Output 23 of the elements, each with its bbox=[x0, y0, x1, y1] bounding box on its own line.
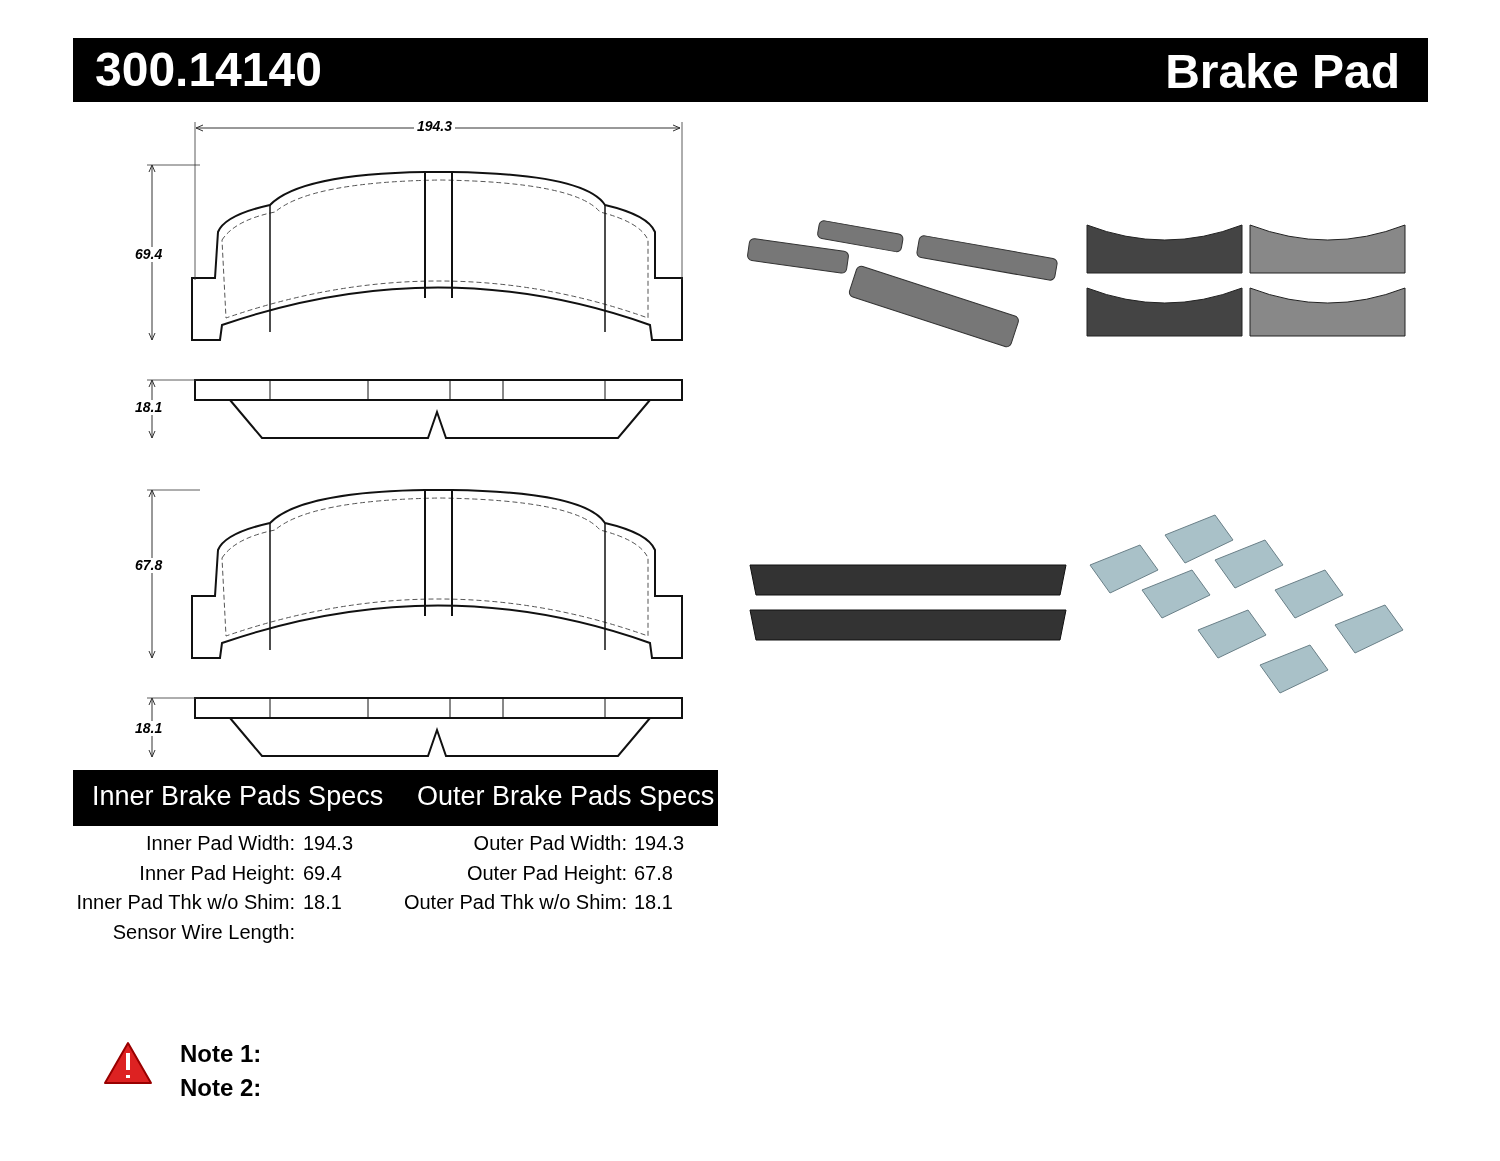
spec-label: Inner Pad Height: bbox=[139, 862, 295, 884]
spec-value: 194.3 bbox=[634, 832, 685, 854]
column-heading: Inner Brake Pads Specs bbox=[92, 782, 384, 812]
spec-label: Outer Pad Width: bbox=[473, 832, 627, 854]
dimension-label: 67.8 bbox=[135, 558, 163, 574]
spec-label: Outer Pad Height: bbox=[466, 862, 627, 884]
spec-value: 18.1 bbox=[634, 891, 673, 913]
spec-value: 194.3 bbox=[303, 832, 354, 854]
product-type: Brake Pad bbox=[1165, 46, 1400, 99]
spec-label: Inner Pad Thk w/o Shim: bbox=[76, 891, 295, 913]
column-heading: Outer Brake Pads Specs bbox=[417, 782, 715, 812]
part-number: 300.14140 bbox=[95, 44, 322, 97]
dimension-label: 69.4 bbox=[135, 247, 163, 263]
spec-value: 18.1 bbox=[303, 891, 342, 913]
note-label: Note 1: bbox=[180, 1041, 262, 1068]
spec-label: Sensor Wire Length: bbox=[112, 921, 295, 943]
dimension-label: 18.1 bbox=[135, 400, 163, 416]
spec-value: 67.8 bbox=[634, 862, 673, 884]
note-label: Note 2: bbox=[180, 1075, 262, 1102]
spec-value: 69.4 bbox=[303, 862, 342, 884]
spec-label: Outer Pad Thk w/o Shim: bbox=[403, 891, 627, 913]
spec-label: Inner Pad Width: bbox=[146, 832, 295, 854]
dimension-label: 18.1 bbox=[135, 721, 163, 737]
